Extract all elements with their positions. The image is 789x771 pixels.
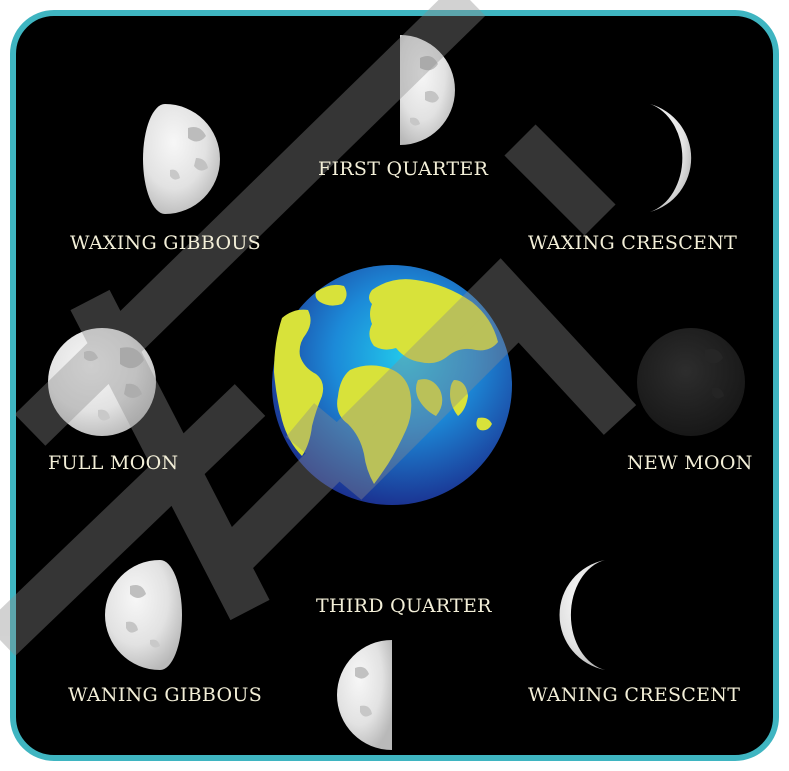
first-quarter-label: FIRST QUARTER <box>318 158 489 180</box>
third-quarter-moon-icon <box>337 640 392 750</box>
waxing-gibbous-label: WAXING GIBBOUS <box>70 232 261 254</box>
first-quarter-moon-icon <box>400 35 455 145</box>
waning-gibbous-moon-icon <box>105 560 182 670</box>
full-moon-icon <box>48 328 156 436</box>
new-moon-label: NEW MOON <box>627 452 753 474</box>
waxing-gibbous-moon-icon <box>143 104 220 214</box>
waning-crescent-moon-icon <box>559 560 605 670</box>
waxing-crescent-moon-icon <box>650 104 692 212</box>
waxing-crescent-label: WAXING CRESCENT <box>528 232 738 254</box>
waning-gibbous-label: WANING GIBBOUS <box>68 684 263 706</box>
full-moon-label: FULL MOON <box>48 452 179 474</box>
earth-icon <box>272 265 512 505</box>
waning-crescent-label: WANING CRESCENT <box>528 684 741 706</box>
new-moon-icon <box>637 328 745 436</box>
third-quarter-label: THIRD QUARTER <box>316 595 492 617</box>
